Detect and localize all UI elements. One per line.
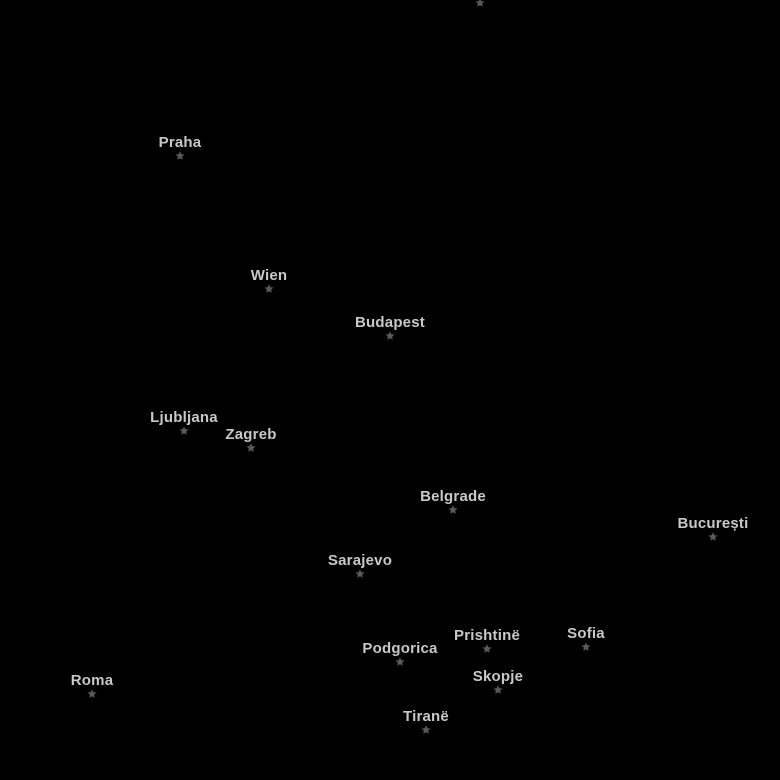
star-icon (446, 503, 460, 516)
star-icon (419, 723, 433, 736)
star-icon (262, 282, 276, 295)
city-label: Budapest (354, 314, 426, 331)
star-icon (85, 687, 99, 700)
star-icon (579, 640, 593, 653)
city-label: Sarajevo (327, 552, 393, 569)
star-icon (491, 683, 505, 696)
star-icon (353, 567, 367, 580)
star-icon (383, 329, 397, 342)
city-label: Praha (158, 134, 202, 151)
city-label: Tiranë (402, 708, 450, 725)
star-icon (173, 149, 187, 162)
city-label: Zagreb (224, 426, 277, 443)
star-icon (393, 655, 407, 668)
city-label: București (677, 515, 750, 532)
city-label: Roma (70, 672, 114, 689)
star-icon (480, 642, 494, 655)
city-label: Belgrade (419, 488, 487, 505)
city-label: Skopje (472, 668, 524, 685)
city-label: Podgorica (361, 640, 438, 657)
star-icon (177, 424, 191, 437)
star-icon (706, 530, 720, 543)
city-label: Sofia (566, 625, 605, 642)
star-icon (473, 0, 487, 9)
city-label: Prishtinë (453, 627, 521, 644)
star-icon (244, 441, 258, 454)
city-label: Wien (250, 267, 288, 284)
city-label: Ljubljana (149, 409, 218, 426)
